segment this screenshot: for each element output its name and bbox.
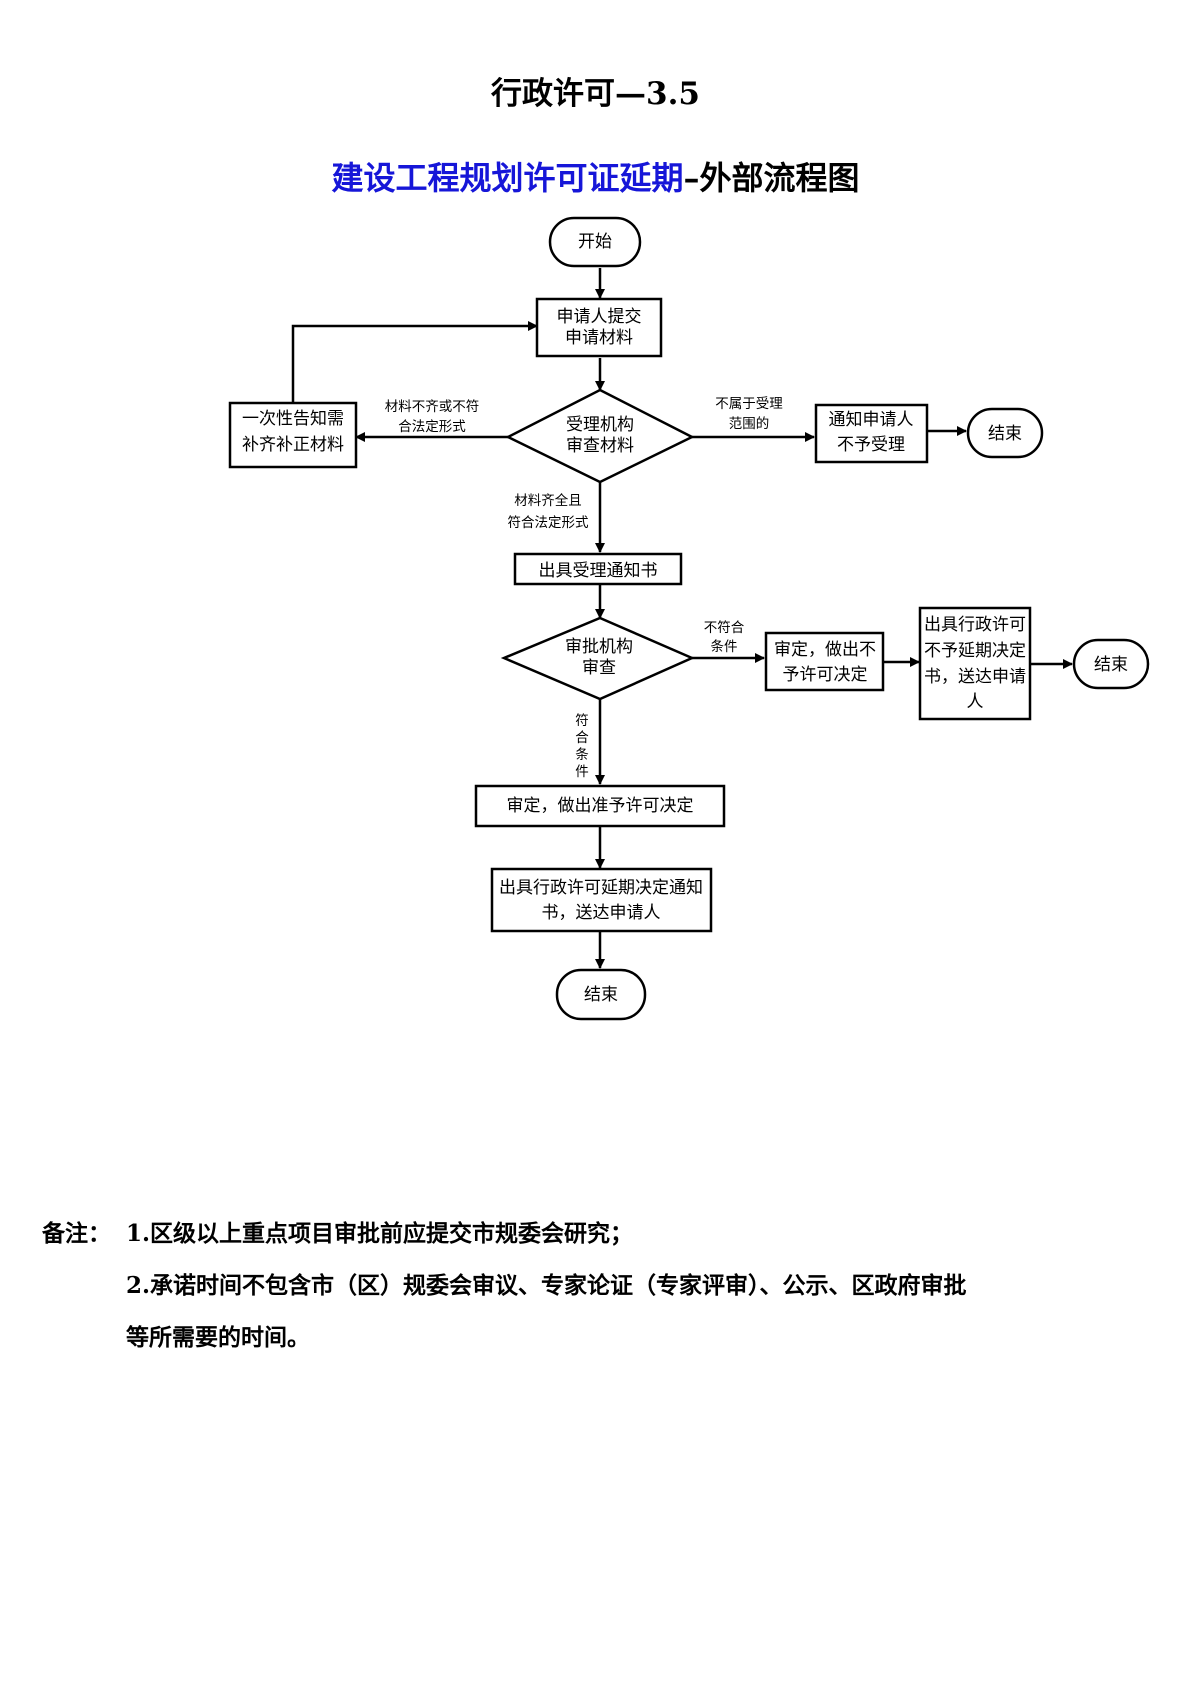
label-incomplete-2: 合法定形式 <box>398 419 466 435</box>
end-terminator-1 <box>966 407 1044 459</box>
node-texts: 开始 申请人提交 申请材料 受理机构 审查材料 一次性告知需 补齐补正材料 通知… <box>242 232 1128 1005</box>
review-text-2: 审查材料 <box>566 436 634 456</box>
end-terminator-3 <box>555 968 647 1021</box>
submit-text-1: 申请人提交 <box>557 307 642 327</box>
correction-text-2: 补齐补正材料 <box>242 435 344 455</box>
grant-doc-text-1: 出具行政许可延期决定通知 <box>499 878 703 898</box>
note-line-3: 等所需要的时间。 <box>126 1324 310 1351</box>
note-line-2: 2.承诺时间不包含市（区）规委会审议、专家论证（专家评审）、公示、区政府审批 <box>126 1272 967 1299</box>
notes-section: 备注： 1.区级以上重点项目审批前应提交市规委会研究； 2.承诺时间不包含市（区）… <box>42 1208 1162 1364</box>
deny-doc-text-1: 出具行政许可 <box>924 615 1026 635</box>
reject-text-1: 通知申请人 <box>829 410 914 430</box>
deny-doc-text-3: 书，送达申请 <box>924 667 1026 687</box>
review-diamond <box>505 388 695 484</box>
approval-diamond <box>500 616 696 701</box>
grant-doc-text-2: 书，送达申请人 <box>542 903 661 923</box>
acceptance-text: 出具受理通知书 <box>539 561 658 581</box>
label-incomplete-1: 材料不齐或不符 <box>385 399 480 415</box>
label-not-met-1: 不符合 <box>704 620 745 636</box>
start-terminator <box>548 216 642 268</box>
diagram-title-main: 建设工程规划许可证延期 <box>331 159 684 197</box>
label-met-3: 条 <box>575 746 589 763</box>
connectors <box>291 268 1073 969</box>
submit-box <box>535 297 663 358</box>
start-text: 开始 <box>578 232 612 252</box>
deny-decision-box <box>764 631 885 692</box>
edge-labels: 材料不齐或不符 合法定形式 不属于受理 范围的 材料齐全且 符合法定形式 不符合… <box>385 396 783 780</box>
label-met-1: 符 <box>575 713 589 729</box>
shapes <box>228 216 1150 1021</box>
note-text-1: 1.区级以上重点项目审批前应提交市规委会研究； <box>126 1220 634 1247</box>
note-line-1: 备注： 1.区级以上重点项目审批前应提交市规委会研究； <box>42 1208 1162 1260</box>
approval-text-1: 审批机构 <box>565 637 633 657</box>
label-met-4: 件 <box>575 764 589 780</box>
diagram-title: 建设工程规划许可证延期–外部流程图 <box>0 153 1191 199</box>
review-text-1: 受理机构 <box>566 415 634 435</box>
deny-decision-text-2: 予许可决定 <box>783 665 868 685</box>
submit-text-2: 申请材料 <box>565 328 633 348</box>
end-terminator-2 <box>1072 638 1150 690</box>
notes-prefix: 备注： <box>42 1220 111 1247</box>
end-text-1: 结束 <box>988 424 1022 444</box>
grant-doc-box <box>490 867 713 933</box>
approval-text-2: 审查 <box>582 658 616 678</box>
deny-decision-text-1: 审定，做出不 <box>774 640 876 660</box>
correction-box <box>228 401 358 469</box>
document-code: 行政许可—3.5 <box>491 76 700 112</box>
deny-doc-text-2: 不予延期决定 <box>924 641 1026 661</box>
deny-doc-box <box>918 606 1032 721</box>
deny-doc-text-4: 人 <box>967 692 984 712</box>
label-not-met-2: 条件 <box>711 638 738 655</box>
correction-text-1: 一次性告知需 <box>242 409 344 429</box>
label-met-2: 合 <box>575 730 589 746</box>
end-text-3: 结束 <box>584 985 618 1005</box>
acceptance-box <box>513 552 683 586</box>
grant-decision-box <box>474 784 726 828</box>
arrow-correction-to-submit <box>291 321 538 403</box>
flowchart: 开始 申请人提交 申请材料 受理机构 审查材料 一次性告知需 补齐补正材料 通知… <box>228 216 1150 1021</box>
reject-notice-box <box>814 403 929 464</box>
label-complete-1: 材料齐全且 <box>514 492 582 509</box>
reject-text-2: 不予受理 <box>837 435 905 455</box>
grant-decision-text: 审定，做出准予许可决定 <box>507 796 694 816</box>
label-out-of-scope-1: 不属于受理 <box>715 396 783 412</box>
end-text-2: 结束 <box>1094 655 1128 675</box>
diagram-title-suffix: –外部流程图 <box>683 159 860 197</box>
label-complete-2: 符合法定形式 <box>508 515 589 531</box>
label-out-of-scope-2: 范围的 <box>729 416 770 432</box>
